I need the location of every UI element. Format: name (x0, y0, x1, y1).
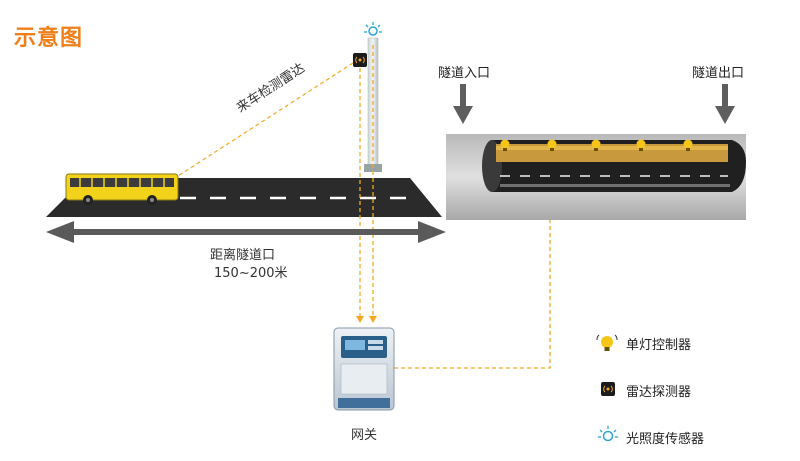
legend-radar-label: 雷达探测器 (626, 385, 692, 400)
tunnel-bulbs (500, 139, 693, 151)
gateway-label: 网关 (351, 428, 378, 443)
legend-bulb-label: 单灯控制器 (626, 338, 692, 353)
entry-arrow (453, 84, 473, 124)
light-sensor-icon (598, 426, 618, 442)
distance-label: 距离隧道口 (210, 248, 276, 263)
gateway-device (333, 327, 395, 411)
bus (65, 173, 179, 205)
radar-icon (601, 382, 615, 396)
distance-arrow (46, 221, 446, 243)
radar-icon (353, 53, 367, 67)
tunnel-entry-label: 隧道入口 (438, 66, 491, 81)
page-title: 示意图 (14, 26, 84, 51)
legend-light-sensor-label: 光照度传感器 (626, 432, 705, 447)
signal-lines (359, 45, 551, 369)
bulb-icon (596, 334, 618, 351)
distance-value: 150~200米 (214, 266, 288, 281)
tunnel-exit-label: 隧道出口 (692, 66, 745, 81)
exit-arrow (715, 84, 735, 124)
light-sensor-icon (364, 22, 382, 36)
tunnel (446, 134, 746, 220)
